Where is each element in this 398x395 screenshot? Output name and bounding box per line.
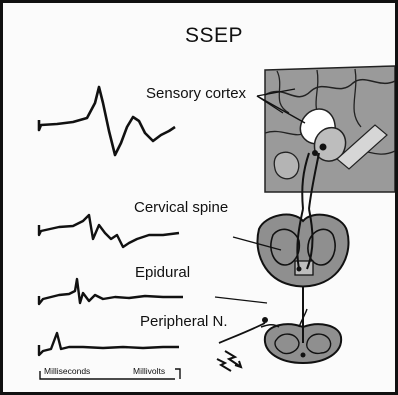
site-label-epidural: Epidural <box>135 265 190 280</box>
trace-epidural <box>39 279 183 304</box>
site-label-cervical-spine: Cervical spine <box>134 200 228 215</box>
ssep-illustration <box>3 3 395 392</box>
figure-title: SSEP <box>185 25 243 46</box>
scale-label-time: Milliseconds <box>44 367 90 376</box>
lumbar-cord-section-icon <box>219 309 341 363</box>
site-label-sensory-cortex: Sensory cortex <box>146 86 246 101</box>
trace-cervical-spine <box>39 215 179 247</box>
scale-label-voltage: Millivolts <box>133 367 165 376</box>
brain-section-icon <box>265 66 395 209</box>
site-label-peripheral-nerve: Peripheral N. <box>140 314 228 329</box>
trace-peripheral-nerve <box>39 333 179 355</box>
cervical-cord-section-icon <box>257 209 348 321</box>
stimulus-arrow-icon <box>217 351 241 371</box>
